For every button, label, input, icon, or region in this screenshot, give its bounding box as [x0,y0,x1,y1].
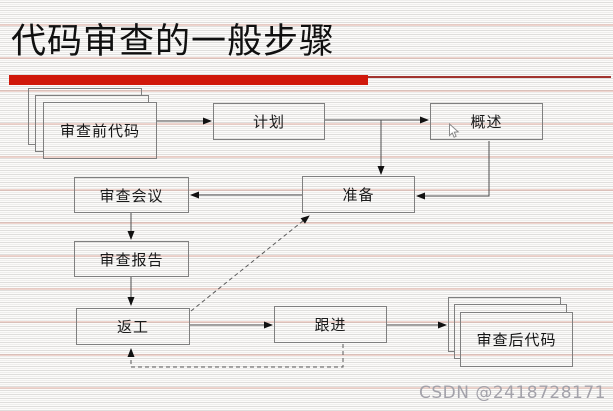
mouse-pointer-icon [449,123,460,138]
title-accent-line [368,76,611,78]
slide-title: 代码审查的一般步骤 [11,22,336,62]
watermark: CSDN @2418728171 [418,383,606,403]
node-plan: 计划 [213,103,325,140]
node-pre-code: 审查前代码 [43,102,157,159]
node-post-code: 审查后代码 [460,312,573,367]
node-pre-code-stack: 审查前代码 [28,88,158,160]
node-rework: 返工 [76,308,190,345]
node-overview: 概述 [430,103,543,140]
node-prepare: 准备 [302,176,415,213]
node-post-code-stack: 审查后代码 [448,297,574,368]
node-report: 审查报告 [74,241,189,277]
node-follow-up: 跟进 [274,306,387,343]
node-meeting: 审查会议 [74,177,189,213]
title-accent-bar [9,75,368,85]
